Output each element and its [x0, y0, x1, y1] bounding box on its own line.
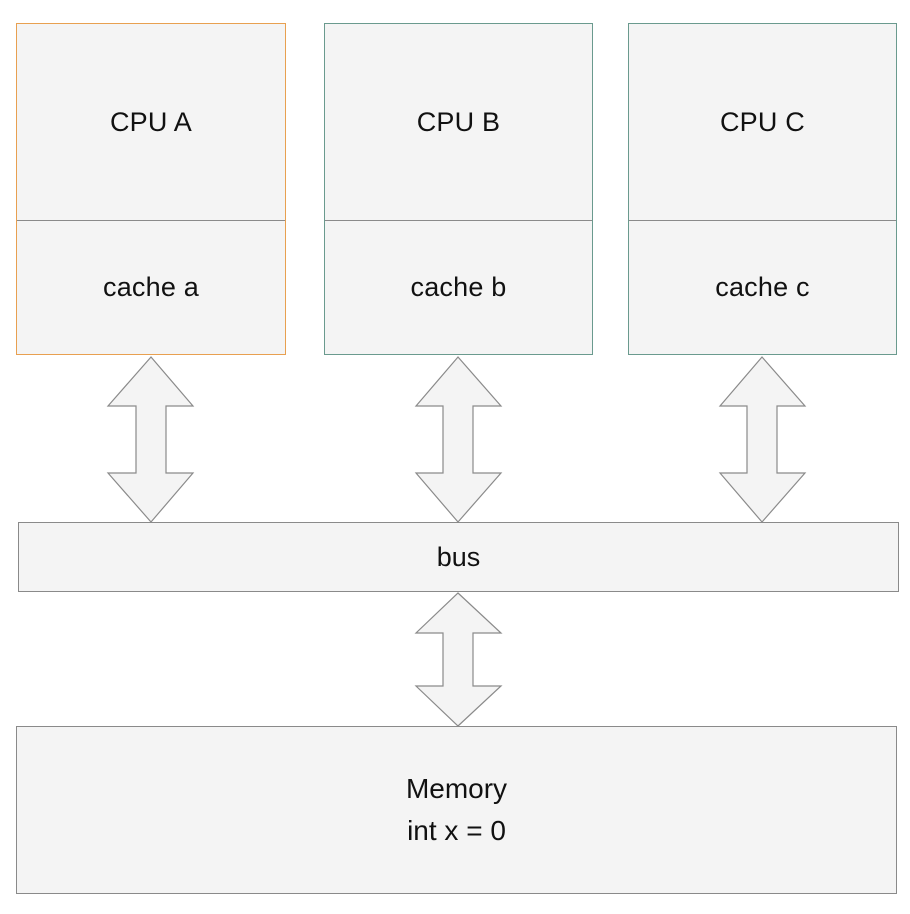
- cpu-a-block: CPU A cache a: [16, 23, 286, 355]
- double-arrow-bus-memory: [414, 592, 503, 727]
- cpu-a-label: CPU A: [109, 106, 193, 137]
- cache-b-label: cache b: [325, 220, 592, 354]
- bus-block: bus: [18, 522, 899, 592]
- cache-a-label: cache a: [17, 220, 285, 354]
- memory-value: int x = 0: [407, 815, 506, 846]
- cpu-b-label: CPU B: [416, 106, 501, 137]
- cpu-c-label: CPU C: [719, 106, 805, 137]
- cpu-b-block: CPU B cache b: [324, 23, 593, 355]
- double-arrow-cpu-b-bus: [414, 356, 503, 523]
- cpu-c-block: CPU C cache c: [628, 23, 897, 355]
- memory-block: Memory int x = 0: [16, 726, 897, 894]
- double-arrow-cpu-c-bus: [718, 356, 807, 523]
- bus-label: bus: [436, 541, 481, 572]
- cache-c-label: cache c: [629, 220, 896, 354]
- double-arrow-cpu-a-bus: [106, 356, 195, 523]
- memory-label: Memory: [405, 773, 508, 804]
